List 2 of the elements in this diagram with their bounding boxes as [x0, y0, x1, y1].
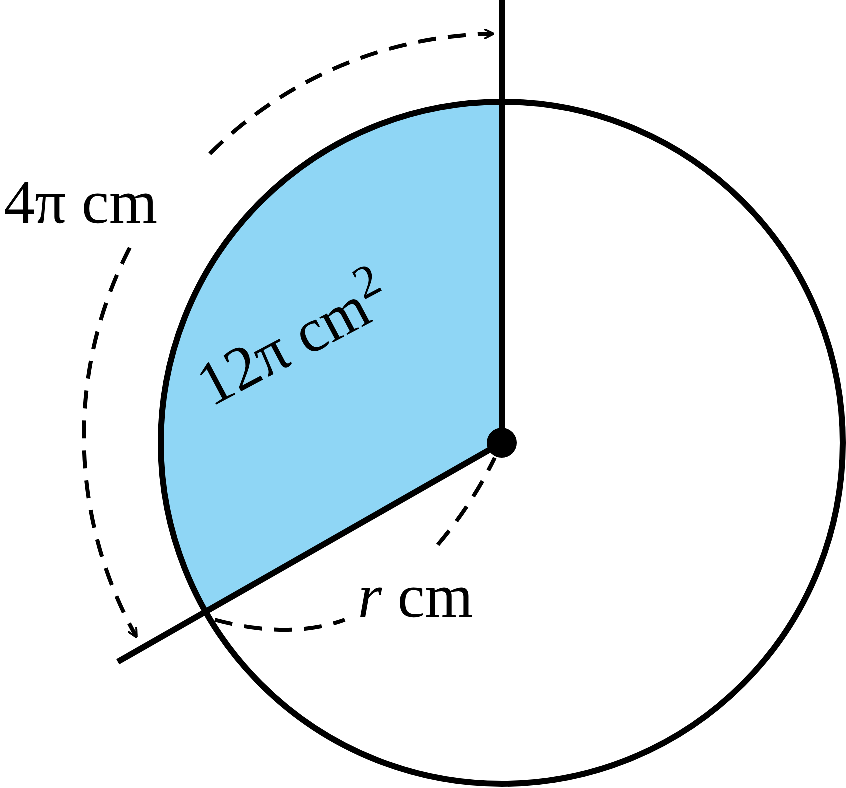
measure-label: 4π cm: [4, 172, 158, 234]
measure-label: r cm: [358, 566, 474, 628]
